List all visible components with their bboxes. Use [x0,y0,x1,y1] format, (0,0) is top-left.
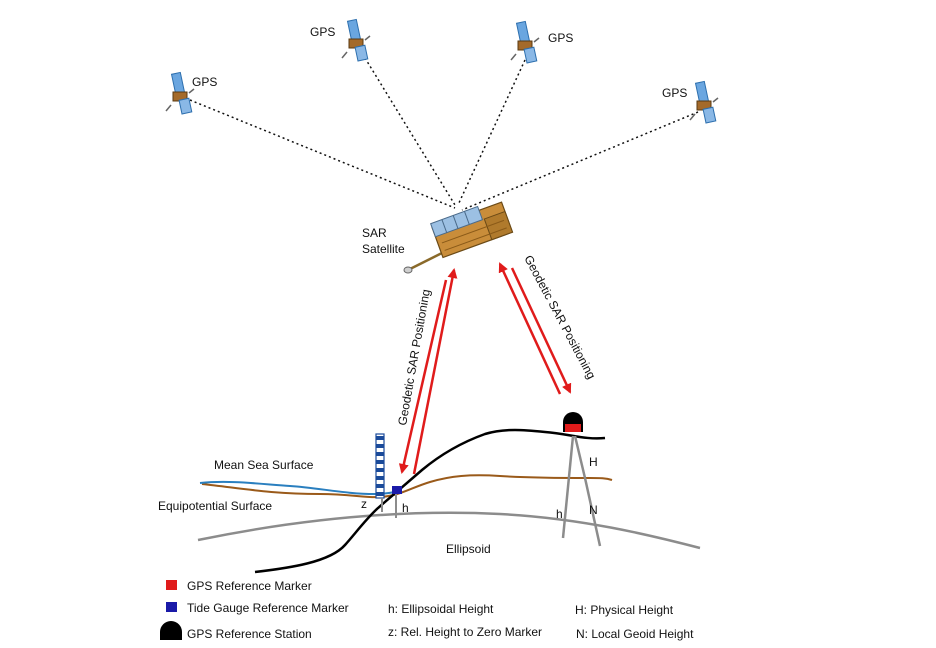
topography-curve [254,428,606,574]
equipotential-curve [201,474,613,499]
tide-marker-swatch [166,602,177,612]
gps-label: GPS [662,86,687,100]
mean-sea-surface-curve [199,480,396,496]
gps-station-icon [563,412,583,432]
gps-label: GPS [548,31,573,45]
gps-satellite-icon [341,18,371,62]
legend-gps-station: GPS Reference Station [187,627,312,641]
equipotential-surface-label: Equipotential Surface [158,499,272,513]
legend: GPS Reference Marker Tide Gauge Referenc… [160,579,694,641]
arrow-up-right [498,262,562,395]
tide-gauge-marker [392,486,402,494]
sar-satellite-label: Satellite [362,242,405,256]
positioning-arrows-left [398,268,458,475]
h-label-left: h [402,501,409,515]
ellipsoid-label: Ellipsoid [446,542,491,556]
gps-satellite-icon [689,80,719,124]
sar-satellite-icon [403,201,514,274]
z-label: z [361,497,367,511]
arrow-down-left [398,279,448,474]
tide-gauge-staff [375,433,385,499]
mean-sea-surface-label: Mean Sea Surface [214,458,314,472]
gps-signal-lines [189,57,699,211]
arrow-up-left [412,268,458,475]
H-label: H [589,455,598,469]
positioning-arrows-right [498,262,572,395]
ellipsoid-curve [197,511,701,550]
gps-line-1 [189,99,456,209]
h-label-right: h [556,507,563,521]
gps-line-3 [457,59,526,206]
legend-gps-marker: GPS Reference Marker [187,579,312,593]
legend-h-def: h: Ellipsoidal Height [388,602,494,616]
legend-tide-marker: Tide Gauge Reference Marker [187,601,349,615]
gps-station-swatch-icon [160,621,182,640]
H-height-line [573,435,587,479]
legend-H-def: H: Physical Height [575,603,674,617]
legend-z-def: z: Rel. Height to Zero Marker [388,625,542,639]
positioning-label-right: Geodetic SAR Positioning [521,253,598,381]
gps-label: GPS [310,25,335,39]
legend-N-def: N: Local Geoid Height [576,627,694,641]
gps-line-2 [364,57,456,206]
gps-marker-swatch [166,580,177,590]
gps-line-4 [461,111,699,211]
gps-satellite-icon [510,20,540,64]
sar-satellite-label: SAR [362,226,387,240]
N-label: N [589,503,598,517]
N-height-line [583,477,602,547]
arrow-down-right [510,267,572,394]
gps-satellite-icon [165,71,195,115]
gps-label: GPS [192,75,217,89]
h-height-line-right [561,435,575,539]
